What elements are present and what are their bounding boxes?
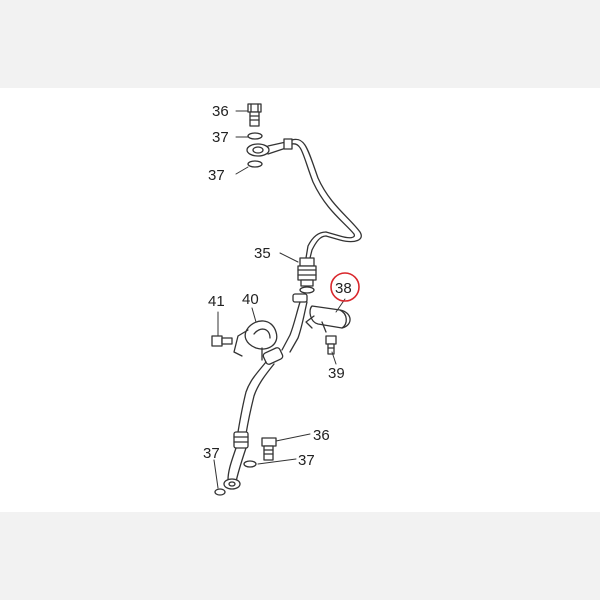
brake-hose-a (281, 301, 301, 351)
callout-35: 35 (254, 245, 271, 262)
callout-41: 41 (208, 293, 225, 310)
callout-37-top-2: 37 (208, 167, 225, 184)
banjo-bolt-lower (261, 437, 277, 461)
bolt-41 (211, 335, 233, 347)
line-union-fitting (292, 257, 317, 303)
brake-line-upper-b (291, 143, 356, 239)
hose-grommet-38 (305, 305, 351, 333)
callout-40: 40 (242, 291, 259, 308)
washer-top-1 (247, 132, 263, 140)
banjo-bolt-top (247, 103, 262, 127)
bolt-39 (325, 335, 337, 355)
highlight-circle-38 (330, 272, 360, 302)
callout-36-top: 36 (212, 103, 229, 120)
washer-lower-2 (243, 460, 257, 468)
callout-38: 38 (335, 280, 352, 297)
callout-39: 39 (328, 365, 345, 382)
hose-end-lower (233, 431, 249, 449)
brake-line-upper-a (291, 138, 362, 243)
callout-37-top-1: 37 (212, 129, 229, 146)
brake-hose-lower-b (245, 363, 275, 435)
banjo-fitting-lower (223, 478, 241, 490)
brake-hose-b (289, 301, 308, 353)
brake-hose-lower-a (237, 361, 267, 433)
washer-top-2 (247, 160, 263, 168)
callout-37-bottom-1: 37 (298, 452, 315, 469)
washer-lower-1 (214, 488, 226, 496)
callout-36-bottom: 36 (313, 427, 330, 444)
banjo-fitting-top (246, 138, 293, 157)
bracket-clamp-40 (233, 320, 278, 361)
hose-sleeve-lower (262, 347, 284, 365)
callout-37-bottom-2: 37 (203, 445, 220, 462)
